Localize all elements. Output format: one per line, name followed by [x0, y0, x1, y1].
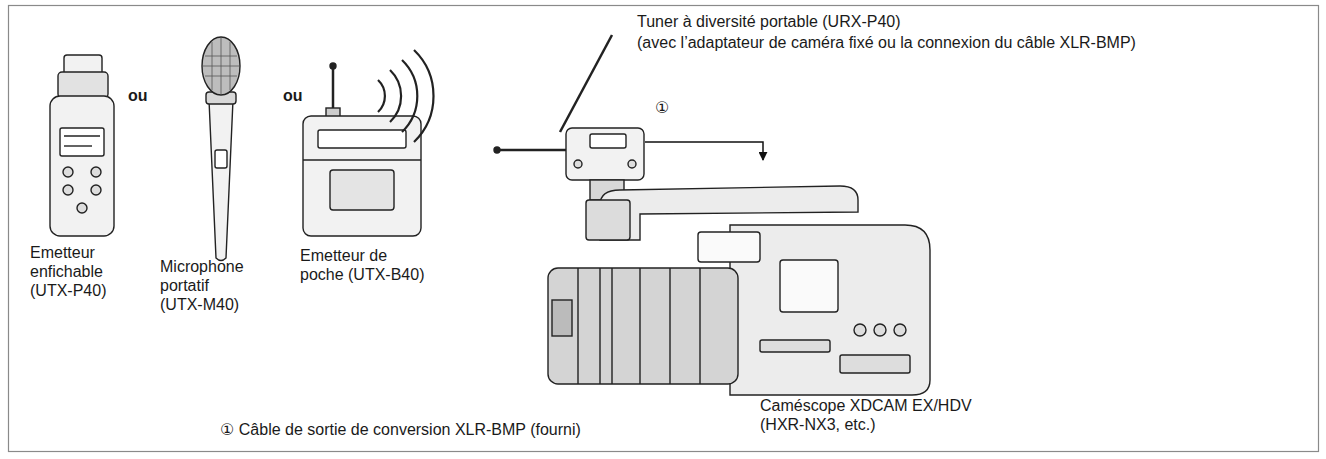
device-caption: Caméscope XDCAM EX/HDV (HXR-NX3, etc.): [760, 396, 978, 434]
camcorder: [548, 186, 930, 395]
pocket-transmitter: [303, 63, 421, 236]
footnote: ① Câble de sortie de conversion XLR-BMP …: [220, 420, 581, 439]
cable-connector: [645, 142, 763, 160]
microphone-device: Microphone portatif (UTX-M40): [155, 35, 255, 325]
device-caption: Tuner à diversité portable (URX-P40): [637, 12, 1326, 31]
device-caption: Microphone portatif (UTX-M40): [160, 257, 255, 314]
transmitter-device: Emetteur de poche (UTX-B40): [295, 60, 435, 305]
transmitter-device: Emetteur enfichable (UTX-P40): [25, 50, 130, 310]
device-caption: Emetteur enfichable (UTX-P40): [30, 243, 125, 300]
receiver-device: Tuner à diversité portable (URX-P40)(ave…: [555, 118, 645, 203]
alternative-word: ou: [128, 86, 148, 105]
device-caption: Emetteur de poche (UTX-B40): [300, 246, 430, 284]
camcorder-device: Caméscope XDCAM EX/HDV (HXR-NX3, etc.): [548, 160, 930, 435]
callout-number: ①: [655, 98, 669, 117]
alternative-word: ou: [283, 86, 303, 105]
handheld-microphone: [202, 37, 240, 261]
plug-on-transmitter: [50, 55, 114, 236]
frame: [9, 6, 1319, 452]
portable-receiver: [494, 35, 644, 200]
radio-waves: [378, 50, 434, 142]
device-caption: (avec l’adaptateur de caméra fixé ou la …: [637, 33, 1326, 52]
